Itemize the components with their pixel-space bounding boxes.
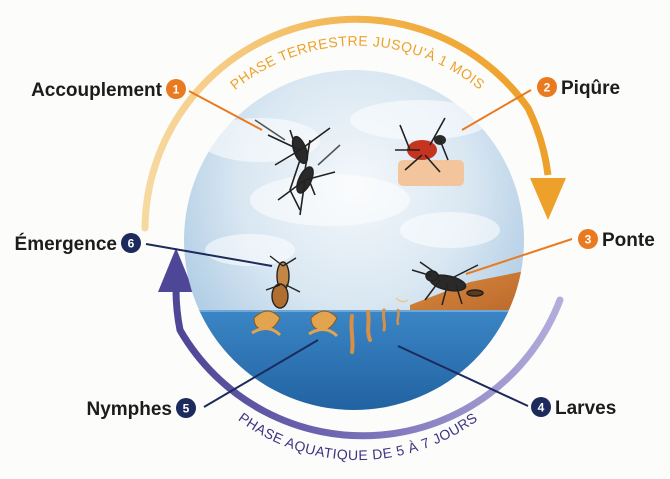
stage-4-label: Larves: [555, 398, 616, 419]
stage-3-label: Ponte: [602, 230, 655, 251]
stage-1-number: 1: [173, 83, 180, 97]
stage-2-label: Piqûre: [561, 78, 620, 99]
stage-3: 3 Ponte: [578, 229, 655, 251]
stage-5-number: 5: [183, 402, 190, 416]
stage-2-number: 2: [544, 81, 551, 95]
stage-4: 4 Larves: [531, 397, 616, 419]
stage-6-label: Émergence: [15, 233, 117, 255]
stage-3-number: 3: [585, 233, 592, 247]
skin-patch: [398, 160, 464, 186]
terrestrial-arrowhead-icon: [530, 178, 566, 220]
stage-1: Accouplement 1: [31, 79, 186, 101]
stage-5: Nymphes 5: [86, 398, 196, 420]
stage-4-number: 4: [538, 401, 545, 415]
stage-2: 2 Piqûre: [537, 77, 620, 99]
terrestrial-phase-arc-tail: [528, 108, 548, 175]
aquatic-phase-arc-tail: [176, 290, 180, 330]
stage-6-number: 6: [128, 237, 135, 251]
stage-6: Émergence 6: [15, 233, 141, 255]
stage-1-label: Accouplement: [31, 80, 163, 101]
leader-line-2: [462, 90, 531, 130]
stage-5-label: Nymphes: [86, 399, 172, 420]
